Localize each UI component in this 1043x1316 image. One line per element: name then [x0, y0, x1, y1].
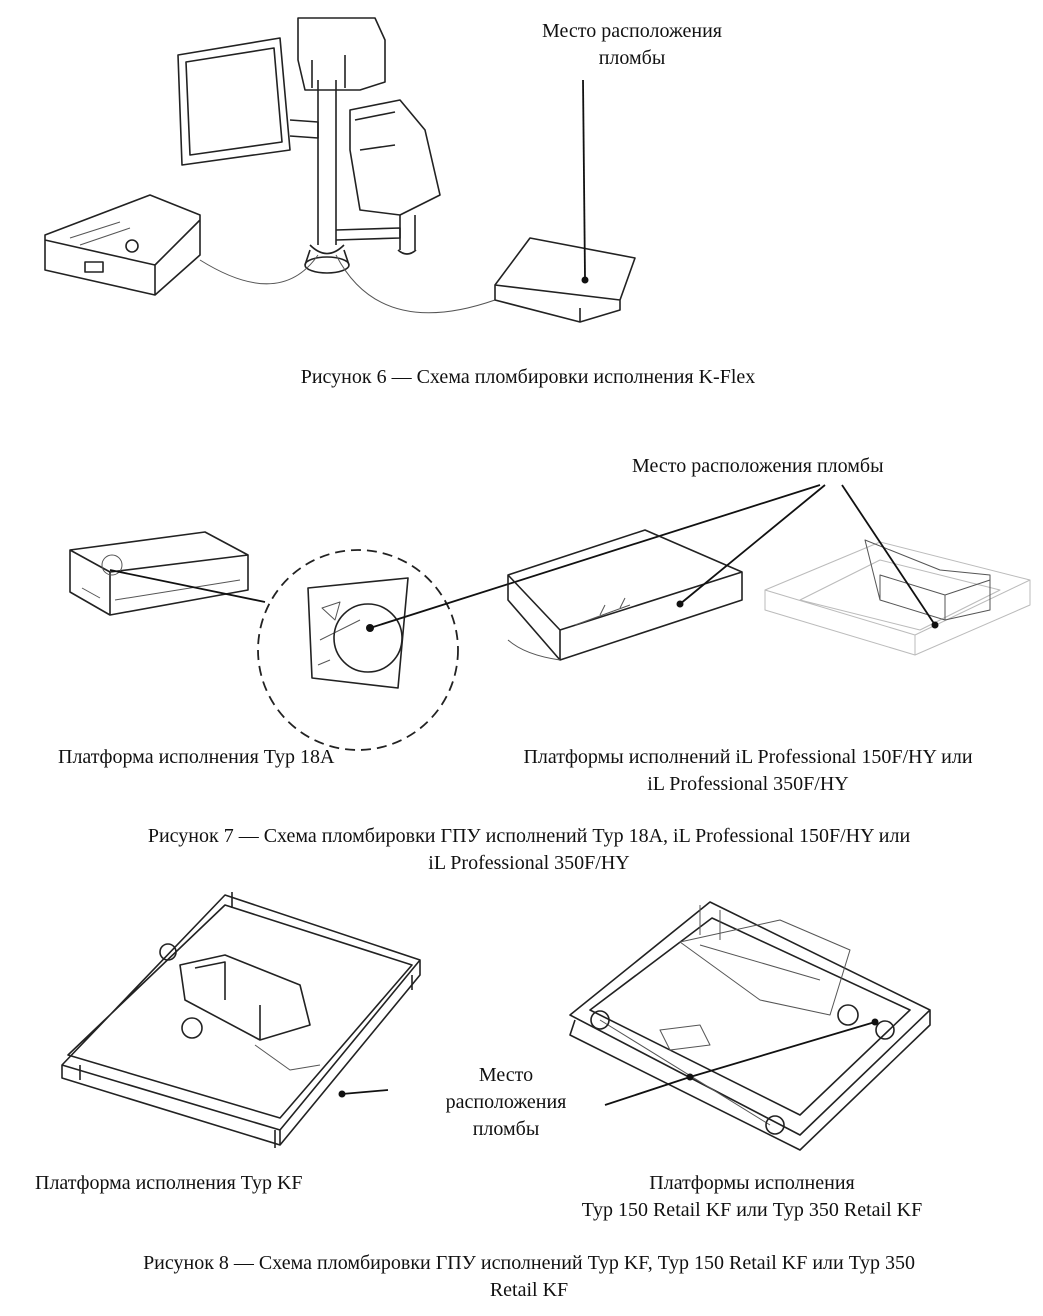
figure-7-drawing	[69, 484, 1031, 751]
figure-7-caption-line-1: Рисунок 7 — Схема пломбировки ГПУ исполн…	[147, 825, 911, 847]
figure-8-caption-line-1: Рисунок 8 — Схема пломбировки ГПУ исполн…	[143, 1252, 915, 1274]
figure-7-left-label: Платформа исполнения Тур 18А	[58, 746, 335, 768]
figure-8-callout-line-3: пломбы	[472, 1118, 540, 1140]
figure-8-callout-line-1: Место	[478, 1064, 534, 1086]
figure-7-right-label-line-2: iL Professional 350F/HY	[647, 773, 849, 795]
figure-8-right-label-line-1: Платформы исполнения	[649, 1172, 855, 1194]
figure-6-callout-line-2: пломбы	[598, 47, 666, 69]
figure-8-caption-line-2: Retail KF	[489, 1279, 569, 1301]
figure-7-right-label-line-1: Платформы исполнений iL Professional 150…	[523, 746, 973, 768]
figure-7-caption-line-2: iL Professional 350F/HY	[428, 852, 630, 874]
figure-6-caption: Рисунок 6 — Схема пломбировки исполнения…	[300, 366, 756, 388]
figure-8-right-label-line-2: Тур 150 Retail KF или Тур 350 Retail KF	[581, 1199, 923, 1221]
figure-7-callout: Место расположения пломбы	[632, 455, 884, 477]
figure-6-drawing	[44, 17, 636, 323]
figure-8-drawing	[61, 892, 931, 1151]
figure-8-callout-line-2: расположения	[445, 1091, 567, 1113]
figure-8-left-label: Платформа исполнения Тур KF	[35, 1172, 303, 1194]
figure-6-callout-line-1: Место расположения	[542, 20, 722, 42]
